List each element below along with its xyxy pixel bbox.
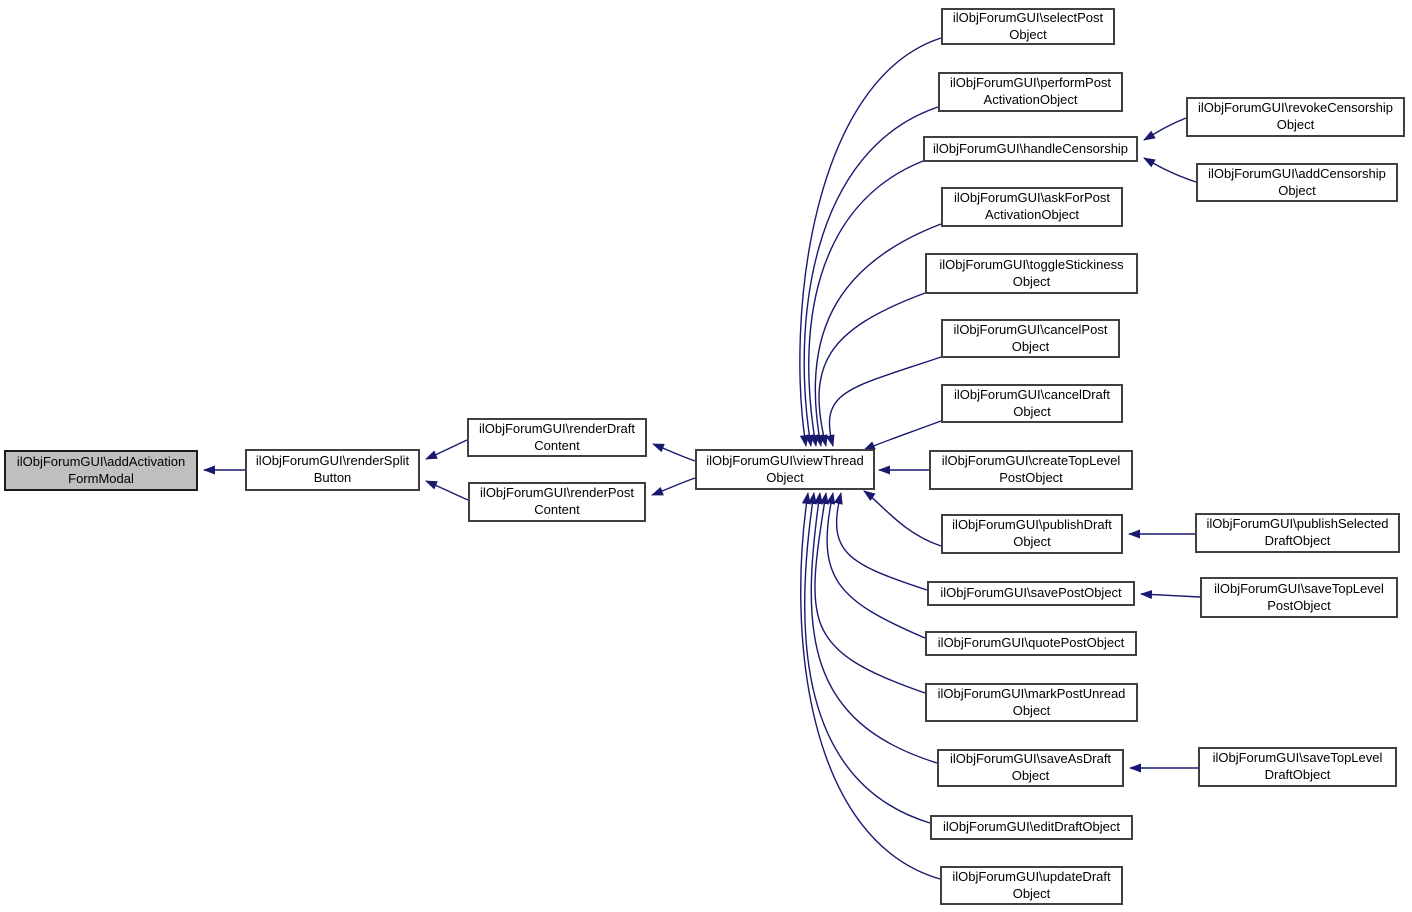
edge-handleCensorship-to-viewThreadObject [808, 160, 924, 447]
node-update-draft-object[interactable]: ilObjForumGUI\updateDraft Object [940, 866, 1123, 905]
node-perform-post-activation-object[interactable]: ilObjForumGUI\performPost ActivationObje… [938, 72, 1123, 112]
node-handle-censorship[interactable]: ilObjForumGUI\handleCensorship [923, 136, 1138, 162]
edge-saveAsDraftObject-to-viewThreadObject [810, 492, 938, 764]
edge-viewThreadObject-to-renderDraftContent [652, 443, 696, 462]
edge-renderPostContent-to-renderSplitButton [425, 480, 469, 501]
node-edit-draft-object[interactable]: ilObjForumGUI\editDraftObject [930, 815, 1133, 840]
node-cancel-draft-object[interactable]: ilObjForumGUI\cancelDraft Object [941, 384, 1123, 423]
node-add-censorship-object[interactable]: ilObjForumGUI\addCensorship Object [1196, 163, 1398, 202]
node-revoke-censorship-object[interactable]: ilObjForumGUI\revokeCensorship Object [1186, 97, 1405, 137]
edge-savePostObject-to-viewThreadObject [833, 492, 928, 591]
node-add-activation-form-modal: ilObjForumGUI\addActivation FormModal [4, 450, 198, 491]
node-publish-selected-draft-object[interactable]: ilObjForumGUI\publishSelected DraftObjec… [1195, 513, 1400, 553]
edge-editDraftObject-to-viewThreadObject [804, 492, 931, 824]
node-select-post-object[interactable]: ilObjForumGUI\selectPost Object [941, 8, 1115, 45]
edge-cancelDraftObject-to-viewThreadObject [863, 420, 942, 451]
node-render-post-content[interactable]: ilObjForumGUI\renderPost Content [468, 482, 646, 522]
edge-revokeCensorshipObject-to-handleCensorship [1143, 117, 1187, 141]
edge-viewThreadObject-to-renderPostContent [651, 477, 696, 496]
node-save-post-object[interactable]: ilObjForumGUI\savePostObject [927, 581, 1135, 606]
edge-updateDraftObject-to-viewThreadObject [800, 492, 941, 880]
node-toggle-stickiness-object[interactable]: ilObjForumGUI\toggleStickiness Object [925, 253, 1138, 294]
edge-publishDraftObject-to-viewThreadObject [863, 490, 942, 547]
edge-markPostUnreadObject-to-viewThreadObject [814, 492, 926, 694]
edge-selectPostObject-to-viewThreadObject [799, 37, 942, 447]
node-cancel-post-object[interactable]: ilObjForumGUI\cancelPost Object [941, 319, 1120, 358]
node-ask-for-post-activation-object[interactable]: ilObjForumGUI\askForPost ActivationObjec… [941, 187, 1123, 227]
edge-addCensorshipObject-to-handleCensorship [1143, 157, 1197, 183]
node-quote-post-object[interactable]: ilObjForumGUI\quotePostObject [925, 631, 1137, 656]
edge-saveTopLevelPostObject-to-savePostObject [1140, 590, 1201, 600]
edge-toggleStickinessObject-to-viewThreadObject [818, 292, 926, 447]
edge-askForPostActivationObject-to-viewThreadObject [814, 223, 942, 447]
edge-quotePostObject-to-viewThreadObject [826, 492, 926, 639]
node-render-draft-content[interactable]: ilObjForumGUI\renderDraft Content [467, 418, 647, 457]
edge-performPostActivationObject-to-viewThreadObject [803, 106, 939, 447]
edge-cancelPostObject-to-viewThreadObject [825, 356, 942, 447]
node-save-top-level-post-object[interactable]: ilObjForumGUI\saveTopLevel PostObject [1200, 577, 1398, 618]
node-save-top-level-draft-object[interactable]: ilObjForumGUI\saveTopLevel DraftObject [1198, 747, 1397, 787]
node-save-as-draft-object[interactable]: ilObjForumGUI\saveAsDraft Object [937, 749, 1124, 787]
node-create-top-level-post-object[interactable]: ilObjForumGUI\createTopLevel PostObject [929, 450, 1133, 490]
node-publish-draft-object[interactable]: ilObjForumGUI\publishDraft Object [941, 514, 1123, 554]
node-view-thread-object[interactable]: ilObjForumGUI\viewThread Object [695, 449, 875, 490]
node-mark-post-unread-object[interactable]: ilObjForumGUI\markPostUnread Object [925, 683, 1138, 722]
edge-renderDraftContent-to-renderSplitButton [425, 439, 468, 460]
node-render-split-button[interactable]: ilObjForumGUI\renderSplit Button [245, 449, 420, 491]
